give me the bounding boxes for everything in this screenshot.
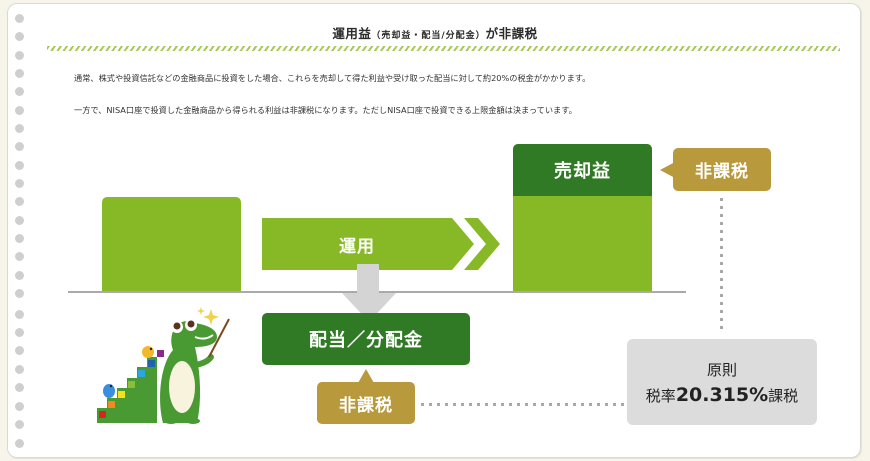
tag-pointer-icon [358,369,374,383]
binder-hole-icon [15,252,24,261]
binder-hole-icon [15,439,24,448]
principle-tax-box: 原則 税率20.315%課税 [627,339,817,425]
binder-hole-icon [15,142,24,151]
tax-rate-suffix: 課税 [768,386,799,405]
tax-rate-value: 20.315% [675,383,769,406]
page-title: 運用益（売却益・配当/分配金）が非課税 [0,23,870,42]
binder-hole-icon [15,234,24,243]
binder-hole-icon [15,289,24,298]
title-sub: （売却益・配当/分配金） [371,31,486,41]
dotted-connector-vertical [720,198,723,332]
down-arrow-icon [342,264,396,322]
binder-hole-icon [15,106,24,115]
binder-hole-icon [15,161,24,170]
grown-investment-bar: 売却益 [513,144,652,291]
tax-free-tag-bottom: 非課税 [317,382,415,424]
binder-hole-icon [15,14,24,23]
dividend-box: 配当／分配金 [262,313,470,365]
binder-hole-icon [15,69,24,78]
binder-hole-icon [15,87,24,96]
tax-free-tag-top: 非課税 [673,148,771,191]
tax-rate-prefix: 税率 [645,386,676,405]
binder-hole-icon [15,179,24,188]
binder-hole-icon [15,216,24,225]
binder-hole-icon [15,346,24,355]
title-divider [47,46,840,51]
paragraph-2: 一方で、NISA口座で投資した金融商品から得られる利益は非課税になります。ただし… [74,105,577,115]
tag-pointer-icon [660,162,675,178]
sale-profit-label: 売却益 [513,144,652,196]
investment-label: 運用 [339,236,375,257]
principle-label: 原則 [706,360,737,379]
title-main: 運用益 [332,26,372,41]
dotted-connector-horizontal [421,403,624,406]
crocodile-teacher-icon [97,307,230,424]
binder-hole-icon [15,197,24,206]
initial-investment-bar [102,197,241,291]
title-tail: が非課税 [485,26,538,41]
binder-hole-icon [15,51,24,60]
binder-hole-icon [15,383,24,392]
principle-tax-rate: 税率20.315%課税 [646,384,798,406]
binder-hole-icon [15,271,24,280]
binder-hole-icon [15,420,24,429]
binder-hole-icon [15,328,24,337]
growth-arrow-icon [262,218,500,270]
paragraph-1: 通常、株式や投資信託などの金融商品に投資をした場合、これらを売却して得た利益や受… [74,73,591,83]
binder-hole-icon [15,402,24,411]
binder-hole-icon [15,124,24,133]
binder-hole-icon [15,32,24,41]
binder-hole-icon [15,310,24,319]
binder-hole-icon [15,365,24,374]
